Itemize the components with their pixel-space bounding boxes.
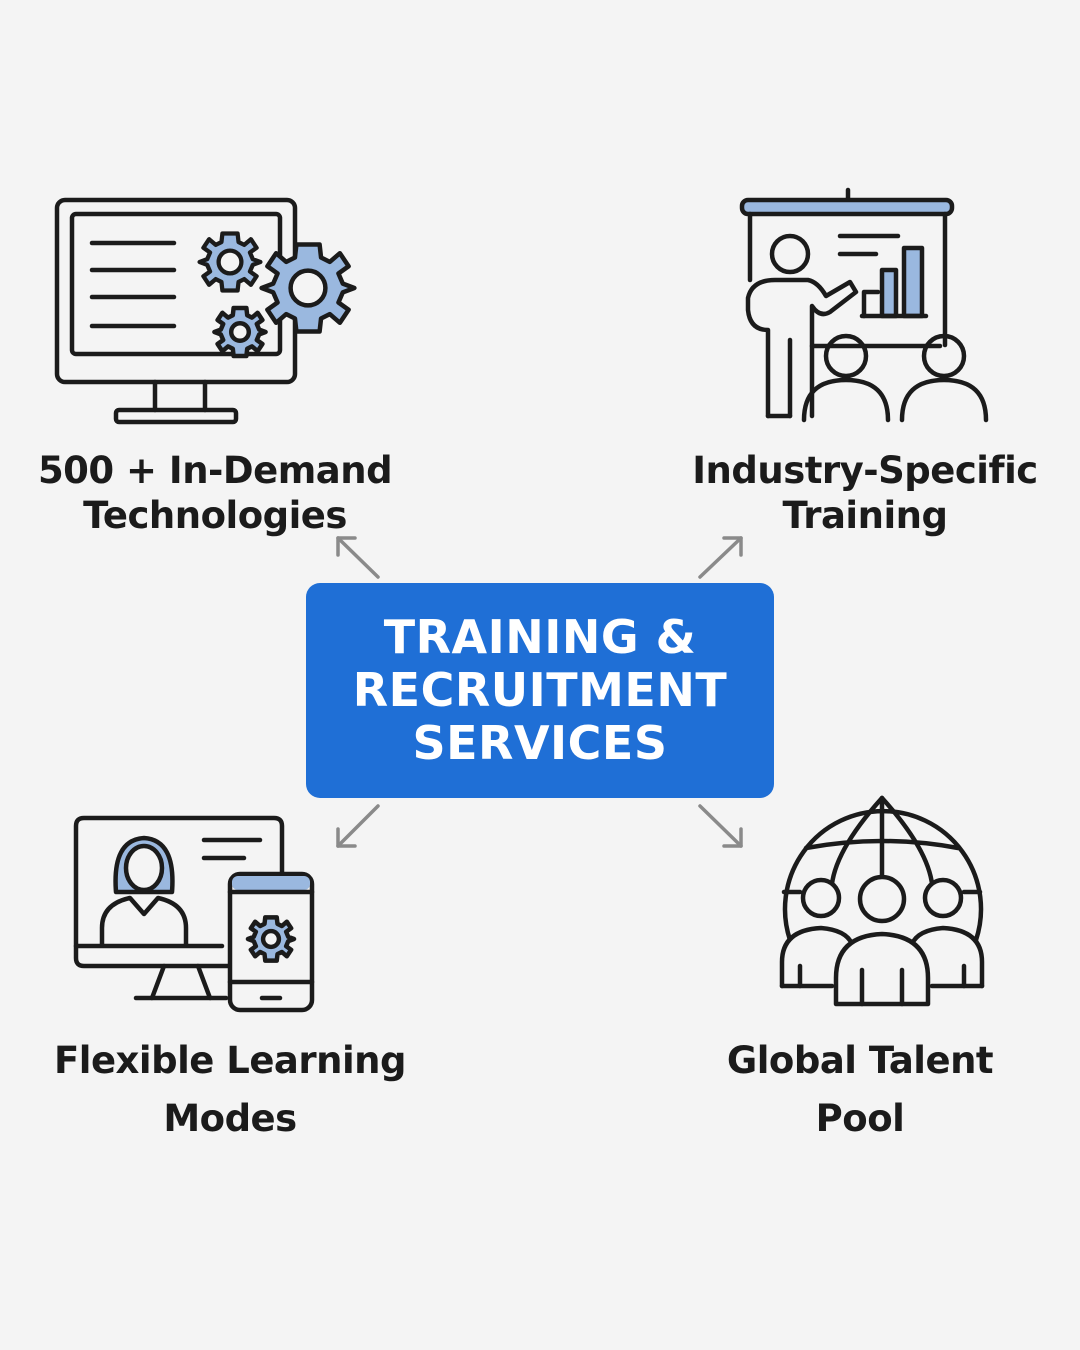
desktop-mobile-learning-icon	[73, 815, 315, 1013]
presentation-board-icon	[739, 187, 989, 423]
arrow-to-flexible	[336, 804, 380, 848]
center-title-line3: SERVICES	[412, 716, 668, 770]
arrow-to-technologies	[336, 536, 380, 579]
label-flexible-line2: Modes	[163, 1097, 297, 1140]
label-flexible-line1: Flexible Learning	[54, 1039, 406, 1082]
label-global-line2: Pool	[815, 1097, 905, 1140]
label-global-line1: Global Talent	[726, 1039, 994, 1082]
arrow-to-industry	[698, 536, 743, 579]
label-technologies-line2: Technologies	[83, 494, 347, 537]
center-box: TRAINING & RECRUITMENT SERVICES	[306, 583, 774, 798]
globe-people-icon	[779, 795, 985, 1007]
label-global-talent: Global Talent Pool	[700, 1032, 1020, 1148]
label-industry-line1: Industry-Specific	[692, 449, 1038, 492]
label-technologies-line1: 500 + In-Demand	[37, 449, 393, 492]
arrow-to-global	[698, 804, 743, 848]
label-technologies: 500 + In-Demand Technologies	[30, 448, 400, 538]
label-flexible-learning: Flexible Learning Modes	[40, 1032, 420, 1148]
label-industry-line2: Training	[782, 494, 948, 537]
monitor-gears-icon	[54, 197, 354, 425]
label-industry-training: Industry-Specific Training	[680, 448, 1050, 538]
center-title-line2: RECRUITMENT	[352, 663, 728, 717]
center-title-line1: TRAINING &	[383, 610, 697, 664]
